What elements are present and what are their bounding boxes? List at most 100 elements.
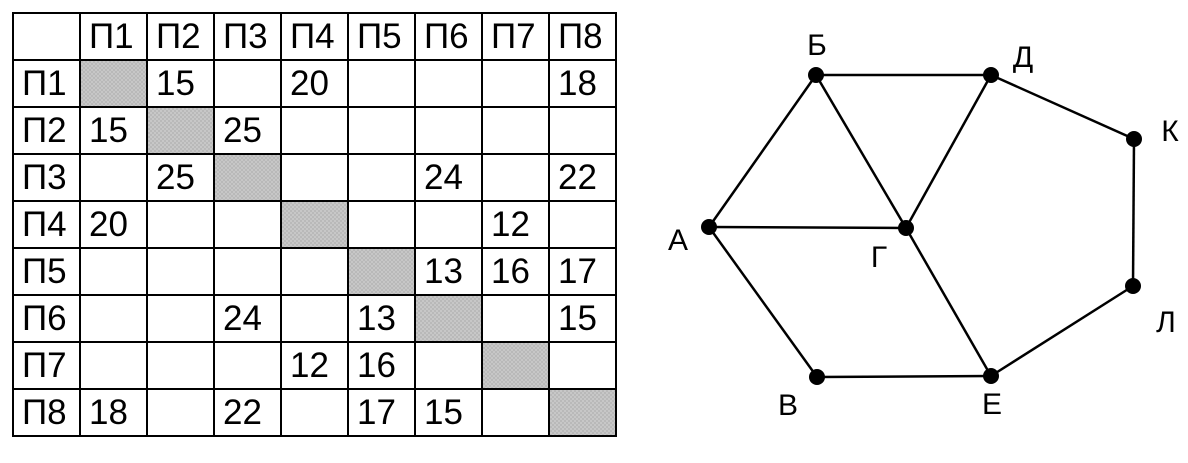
matrix-cell-П5-П3	[213, 247, 282, 296]
matrix-cell-П4-П5	[347, 200, 416, 249]
table-row-П3: П3 25 24 22	[12, 153, 617, 202]
vertex-dot-Е	[983, 368, 999, 384]
matrix-cell-П8-П7	[481, 388, 550, 437]
row-header-П1: П1	[12, 59, 81, 108]
matrix-cell-П7-П6	[414, 341, 483, 390]
matrix-cell-П6-П3: 24	[213, 294, 282, 343]
edge-А-Г	[708, 225, 907, 230]
matrix-cell-П8-П6: 15	[414, 388, 483, 437]
matrix-cell-П6-П4	[280, 294, 349, 343]
matrix-cell-П1-П2: 15	[146, 59, 215, 108]
matrix-cell-П1-П3	[213, 59, 282, 108]
vertex-label-Е: Е	[982, 388, 1002, 421]
matrix-cell-П1-П4: 20	[280, 59, 349, 108]
row-header-П7: П7	[12, 341, 81, 390]
edge-А-В	[707, 226, 819, 378]
matrix-cell-П5-П5	[347, 247, 416, 296]
vertex-label-А: А	[668, 224, 688, 257]
matrix-cell-П8-П2	[146, 388, 215, 437]
matrix-cell-П2-П8	[548, 106, 617, 155]
matrix-cell-П3-П7	[481, 153, 550, 202]
matrix-cell-П4-П4	[280, 200, 349, 249]
matrix-cell-П2-П4	[280, 106, 349, 155]
vertex-label-К: К	[1161, 115, 1179, 148]
vertex-dot-Г	[898, 220, 914, 236]
matrix-cell-П2-П3: 25	[213, 106, 282, 155]
col-header-П2: П2	[146, 12, 215, 61]
table-row-П6: П6 24 13 15	[12, 294, 617, 343]
matrix-cell-П1-П8: 18	[548, 59, 617, 108]
vertex-label-В: В	[778, 389, 798, 422]
vertex-dot-Б	[808, 67, 824, 83]
matrix-cell-П7-П2	[146, 341, 215, 390]
matrix-cell-П5-П8: 17	[548, 247, 617, 296]
matrix-cell-П8-П5: 17	[347, 388, 416, 437]
matrix-cell-П2-П5	[347, 106, 416, 155]
row-header-П4: П4	[12, 200, 81, 249]
vertex-dot-Л	[1125, 278, 1141, 294]
matrix-cell-П5-П4	[280, 247, 349, 296]
matrix-cell-П6-П5: 13	[347, 294, 416, 343]
matrix-cell-П7-П3	[213, 341, 282, 390]
corner-cell	[12, 12, 81, 61]
matrix-cell-П3-П1	[79, 153, 148, 202]
col-header-П6: П6	[414, 12, 483, 61]
matrix-cell-П4-П8	[548, 200, 617, 249]
matrix-cell-П2-П7	[481, 106, 550, 155]
matrix-cell-П4-П2	[146, 200, 215, 249]
matrix-cell-П8-П1: 18	[79, 388, 148, 437]
matrix-cell-П8-П8	[548, 388, 617, 437]
matrix-cell-П3-П2: 25	[146, 153, 215, 202]
edge-Г-Д	[904, 74, 993, 229]
edge-К-Л	[1131, 138, 1136, 287]
col-header-П1: П1	[79, 12, 148, 61]
matrix-cell-П6-П6	[414, 294, 483, 343]
row-header-П6: П6	[12, 294, 81, 343]
edge-Б-Г	[814, 74, 908, 229]
matrix-cell-П7-П4: 12	[280, 341, 349, 390]
vertex-label-Л: Л	[1156, 306, 1176, 339]
row-header-П2: П2	[12, 106, 81, 155]
col-header-П5: П5	[347, 12, 416, 61]
matrix-cell-П1-П6	[414, 59, 483, 108]
row-header-П5: П5	[12, 247, 81, 296]
matrix-cell-П1-П1	[79, 59, 148, 108]
matrix-cell-П6-П1	[79, 294, 148, 343]
matrix-cell-П7-П5: 16	[347, 341, 416, 390]
vertex-dot-Д	[983, 67, 999, 83]
vertex-dot-А	[701, 219, 717, 235]
matrix-cell-П5-П6: 13	[414, 247, 483, 296]
matrix-cell-П3-П3	[213, 153, 282, 202]
edge-А-Б	[707, 74, 818, 228]
matrix-cell-П1-П5	[347, 59, 416, 108]
matrix-cell-П6-П2	[146, 294, 215, 343]
matrix-cell-П8-П3: 22	[213, 388, 282, 437]
col-header-П8: П8	[548, 12, 617, 61]
row-header-П3: П3	[12, 153, 81, 202]
table-row-П1: П1 15 20 18	[12, 59, 617, 108]
matrix-cell-П3-П8: 22	[548, 153, 617, 202]
matrix-cell-П2-П6	[414, 106, 483, 155]
matrix-cell-П2-П2	[146, 106, 215, 155]
matrix-cell-П5-П1	[79, 247, 148, 296]
matrix-cell-П6-П8: 15	[548, 294, 617, 343]
matrix-cell-П3-П6: 24	[414, 153, 483, 202]
col-header-П7: П7	[481, 12, 550, 61]
vertex-label-Д: Д	[1013, 41, 1033, 74]
matrix-cell-П5-П2	[146, 247, 215, 296]
vertex-dot-К	[1126, 131, 1142, 147]
matrix-cell-П2-П1: 15	[79, 106, 148, 155]
matrix-cell-П4-П1: 20	[79, 200, 148, 249]
col-header-П3: П3	[213, 12, 282, 61]
matrix-cell-П4-П3	[213, 200, 282, 249]
matrix-cell-П8-П4	[280, 388, 349, 437]
vertex-dot-В	[809, 369, 825, 385]
